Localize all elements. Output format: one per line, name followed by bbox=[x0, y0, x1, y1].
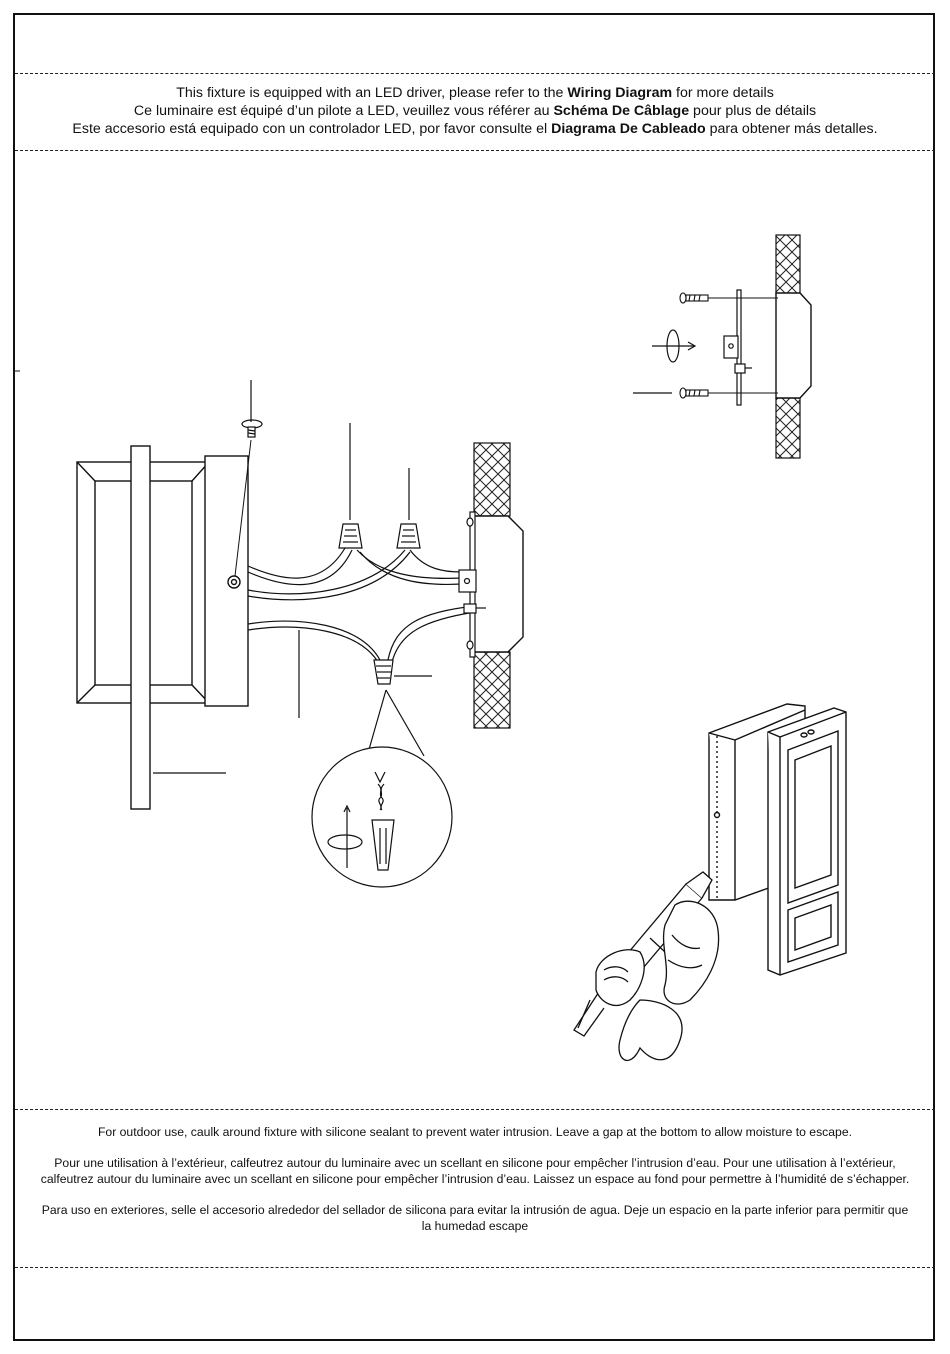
note-es: Este accesorio está equipado con un cont… bbox=[72, 121, 878, 137]
caulk-note-es: Para uso en exteriores, selle el accesor… bbox=[41, 1203, 909, 1233]
divider-bottom-2 bbox=[15, 1267, 935, 1268]
diagrama-de-cableado-ref: Diagrama De Cableado bbox=[551, 121, 706, 137]
set-screw-icon bbox=[241, 419, 263, 438]
junction-box bbox=[775, 292, 812, 399]
mounting-screw-icon bbox=[679, 292, 778, 304]
divider-top-2 bbox=[15, 150, 935, 151]
divider-bottom-1 bbox=[15, 1109, 935, 1110]
wire-twist-detail bbox=[311, 689, 453, 888]
wire-bundle bbox=[247, 547, 476, 663]
screw-path-line bbox=[234, 439, 252, 577]
caulk-note-en: For outdoor use, caulk around fixture wi… bbox=[97, 1125, 852, 1139]
wire-connector-icon bbox=[396, 523, 421, 549]
installed-fixture bbox=[708, 703, 847, 976]
hand-with-cloth-icon bbox=[595, 900, 720, 1062]
wire-connector-icon bbox=[373, 659, 394, 685]
wall-section bbox=[775, 234, 801, 459]
rotate-arrow-icon bbox=[652, 329, 697, 363]
schema-de-cablage-ref: Schéma De Câblage bbox=[553, 103, 690, 119]
light-diffuser-bar bbox=[130, 445, 151, 810]
mounting-bracket bbox=[458, 511, 486, 658]
note-en: This fixture is equipped with an LED dri… bbox=[176, 85, 774, 101]
junction-box bbox=[473, 515, 524, 653]
mounting-bracket bbox=[723, 289, 752, 406]
note-fr: Ce luminaire est équipé d’un pilote a LE… bbox=[133, 103, 817, 119]
mounting-screw-icon bbox=[679, 387, 778, 399]
wire-connector-icon bbox=[338, 523, 363, 549]
caulk-note-fr: Pour une utilisation à l’extérieur, calf… bbox=[40, 1156, 910, 1186]
fixture-backplate bbox=[204, 455, 249, 707]
wiring-diagram-ref: Wiring Diagram bbox=[567, 85, 673, 101]
page-border bbox=[13, 13, 935, 1341]
divider-top-1 bbox=[15, 73, 935, 74]
led-driver-notes: This fixture is equipped with an LED dri… bbox=[15, 84, 935, 138]
caulking-instructions: For outdoor use, caulk around fixture wi… bbox=[40, 1124, 910, 1249]
